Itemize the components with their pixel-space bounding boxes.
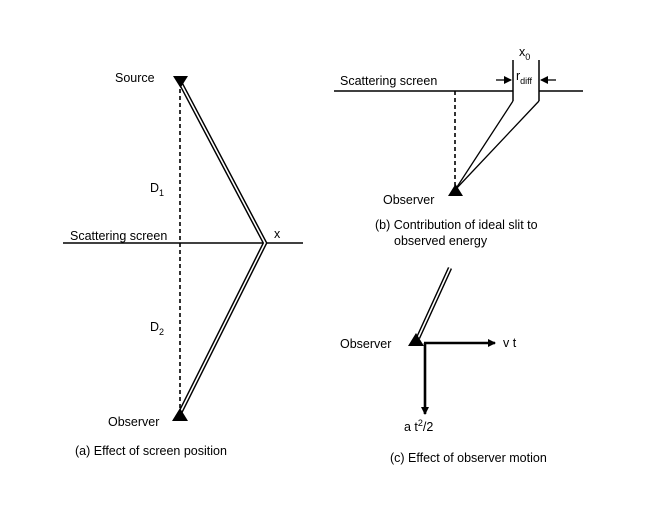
rdiff-label: rdiff — [516, 69, 533, 86]
slit-ray-left — [454, 100, 514, 191]
x0-label: x0 — [519, 45, 530, 62]
vt-label: v t — [503, 336, 517, 350]
x-label: x — [274, 227, 281, 241]
observer-triangle-icon-c — [408, 333, 424, 346]
incoming-ray-inner — [417, 267, 451, 339]
observer-label-c: Observer — [340, 337, 391, 351]
slit-ray-right — [454, 100, 540, 191]
panel-b: Scattering screen x0 rdiff Observer (b) … — [334, 45, 583, 248]
d2-label: D2 — [150, 320, 164, 337]
panel-a: Source D1 Scattering screen x D2 Observe… — [63, 71, 303, 458]
scattered-path-inner — [179, 81, 266, 414]
accel-label: a t2/2 — [404, 418, 433, 434]
caption-b-line2: observed energy — [394, 234, 488, 248]
scattering-screen-label-a: Scattering screen — [70, 229, 167, 243]
source-label: Source — [115, 71, 155, 85]
observer-triangle-icon-a — [172, 408, 188, 421]
caption-a: (a) Effect of screen position — [75, 444, 227, 458]
observer-label-a: Observer — [108, 415, 159, 429]
scattered-path-outer — [177, 80, 268, 415]
panel-c: Observer v t a t2/2 (c) Effect of observ… — [340, 267, 547, 465]
scattering-screen-label-b: Scattering screen — [340, 74, 437, 88]
observer-triangle-icon-b — [448, 184, 463, 196]
caption-c: (c) Effect of observer motion — [390, 451, 547, 465]
source-triangle-icon — [173, 76, 188, 88]
observer-label-b: Observer — [383, 193, 434, 207]
d1-label: D1 — [150, 181, 164, 198]
caption-b-line1: (b) Contribution of ideal slit to — [375, 218, 538, 232]
